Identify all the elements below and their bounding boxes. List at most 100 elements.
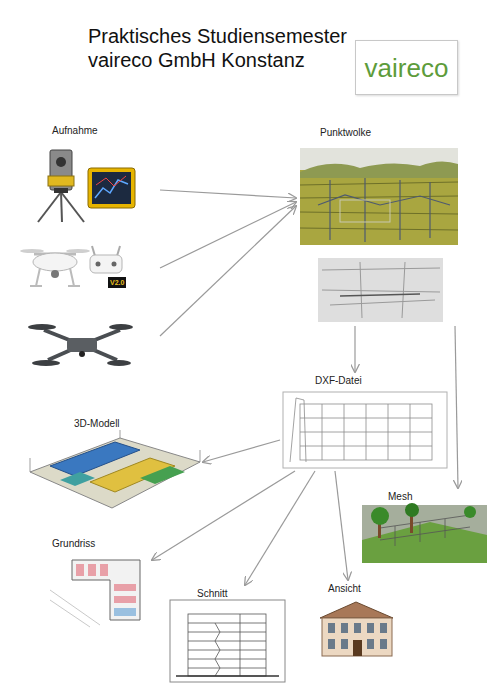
flow-arrow (245, 471, 315, 585)
elevation-image (341, 623, 348, 633)
node-heading: Mesh (360, 488, 488, 503)
mesh-image (405, 503, 419, 517)
dxf-box: DXF-Datei (280, 372, 450, 471)
section-image (188, 623, 266, 624)
floor-plan-image (45, 553, 148, 628)
flow-arrow (160, 202, 296, 268)
point-cloud-image (300, 148, 458, 245)
elevation-box: Ansicht (314, 580, 398, 660)
laser-scanner (56, 157, 66, 167)
flow-arrow (335, 471, 348, 580)
node-heading: Grundriss (40, 535, 152, 550)
section-image (170, 600, 285, 682)
model-3d-image (30, 458, 31, 472)
elevation-image (367, 623, 374, 633)
model-3d-image (120, 430, 121, 438)
floor-plan-image (100, 564, 108, 576)
elevation-image (353, 640, 362, 656)
mavic-drone (107, 360, 131, 366)
laser-scanner (48, 176, 74, 186)
point-cloud-image (300, 182, 458, 230)
mesh-image (380, 515, 470, 528)
flow-arrow (203, 440, 280, 462)
dxf-drawing (322, 404, 323, 460)
mesh-image (420, 522, 421, 542)
point-cloud-image (300, 161, 458, 178)
remote-controller (90, 246, 122, 273)
elevation-image (320, 602, 393, 656)
phantom-drone (36, 268, 40, 286)
dxf-drawing (388, 404, 389, 460)
remote-controller (112, 262, 117, 267)
capture-group: Aufnahme (25, 122, 160, 372)
mavic-drone (28, 324, 133, 366)
laser-scanner (61, 192, 84, 222)
model-3d-image (140, 466, 185, 484)
mavic-drone (79, 351, 85, 357)
tablet (88, 168, 135, 208)
elevation-image (354, 623, 361, 633)
model-box: 3D-Modell (28, 415, 203, 513)
floor-plan-image (114, 608, 136, 616)
point-cloud-box: Punktwolke (296, 124, 462, 326)
node-heading: Schnitt (166, 585, 288, 600)
section-image (188, 614, 266, 676)
point-cloud-grey (330, 300, 435, 305)
point-cloud-image (399, 180, 400, 240)
point-cloud-image (300, 212, 458, 214)
phantom-drone (51, 270, 59, 278)
dxf-drawing (290, 398, 306, 462)
node-heading: Punktwolke (296, 124, 462, 139)
node-heading: DXF-Datei (280, 372, 450, 387)
dxf-drawing (410, 404, 411, 460)
mesh-image (362, 503, 487, 563)
floor-plan-image (76, 564, 136, 603)
section-image (188, 659, 266, 660)
point-cloud-grey (322, 262, 440, 318)
floor-plan-image (50, 590, 100, 625)
tablet (92, 172, 131, 204)
point-cloud-grey (318, 258, 443, 322)
dxf-drawing (283, 392, 447, 468)
point-cloud-image (300, 148, 458, 245)
point-cloud-image (300, 228, 458, 230)
point-cloud-grey (322, 268, 440, 270)
model-3d-image (30, 430, 200, 508)
section-image (188, 650, 266, 651)
elevation-image (328, 639, 335, 649)
section-image (215, 623, 220, 676)
laser-scanner (38, 150, 84, 222)
dxf-drawing (344, 404, 345, 460)
flow-arrow (160, 190, 296, 198)
remote-controller (117, 246, 120, 256)
section-image (240, 614, 241, 676)
mesh-image (380, 527, 470, 540)
phantom-drone (30, 285, 42, 287)
mavic-drone (67, 338, 97, 352)
version-tag: V2.0 (108, 277, 126, 288)
logo-text: vaireco (360, 53, 454, 83)
mesh-image (371, 507, 389, 525)
floor-plan-image (76, 564, 84, 576)
section-image (176, 675, 279, 677)
elevation-image (367, 639, 374, 649)
node-heading: Ansicht (314, 580, 398, 595)
mesh-image (395, 526, 396, 546)
section-image (188, 614, 266, 676)
dxf-drawing (283, 392, 447, 468)
mesh-image (380, 515, 470, 546)
elevation-image (341, 639, 348, 649)
tablet (88, 168, 135, 208)
point-cloud-image (429, 182, 430, 238)
point-cloud-image (300, 182, 458, 185)
mavic-drone (109, 324, 133, 330)
mesh-image (362, 505, 487, 563)
model-3d-image (30, 438, 200, 508)
page-title: Praktisches Studiensemester vaireco GmbH… (88, 24, 378, 72)
logo-box: vaireco (355, 40, 458, 95)
point-cloud-grey (340, 294, 420, 296)
point-cloud-image (364, 178, 365, 242)
remote-controller (96, 262, 101, 267)
